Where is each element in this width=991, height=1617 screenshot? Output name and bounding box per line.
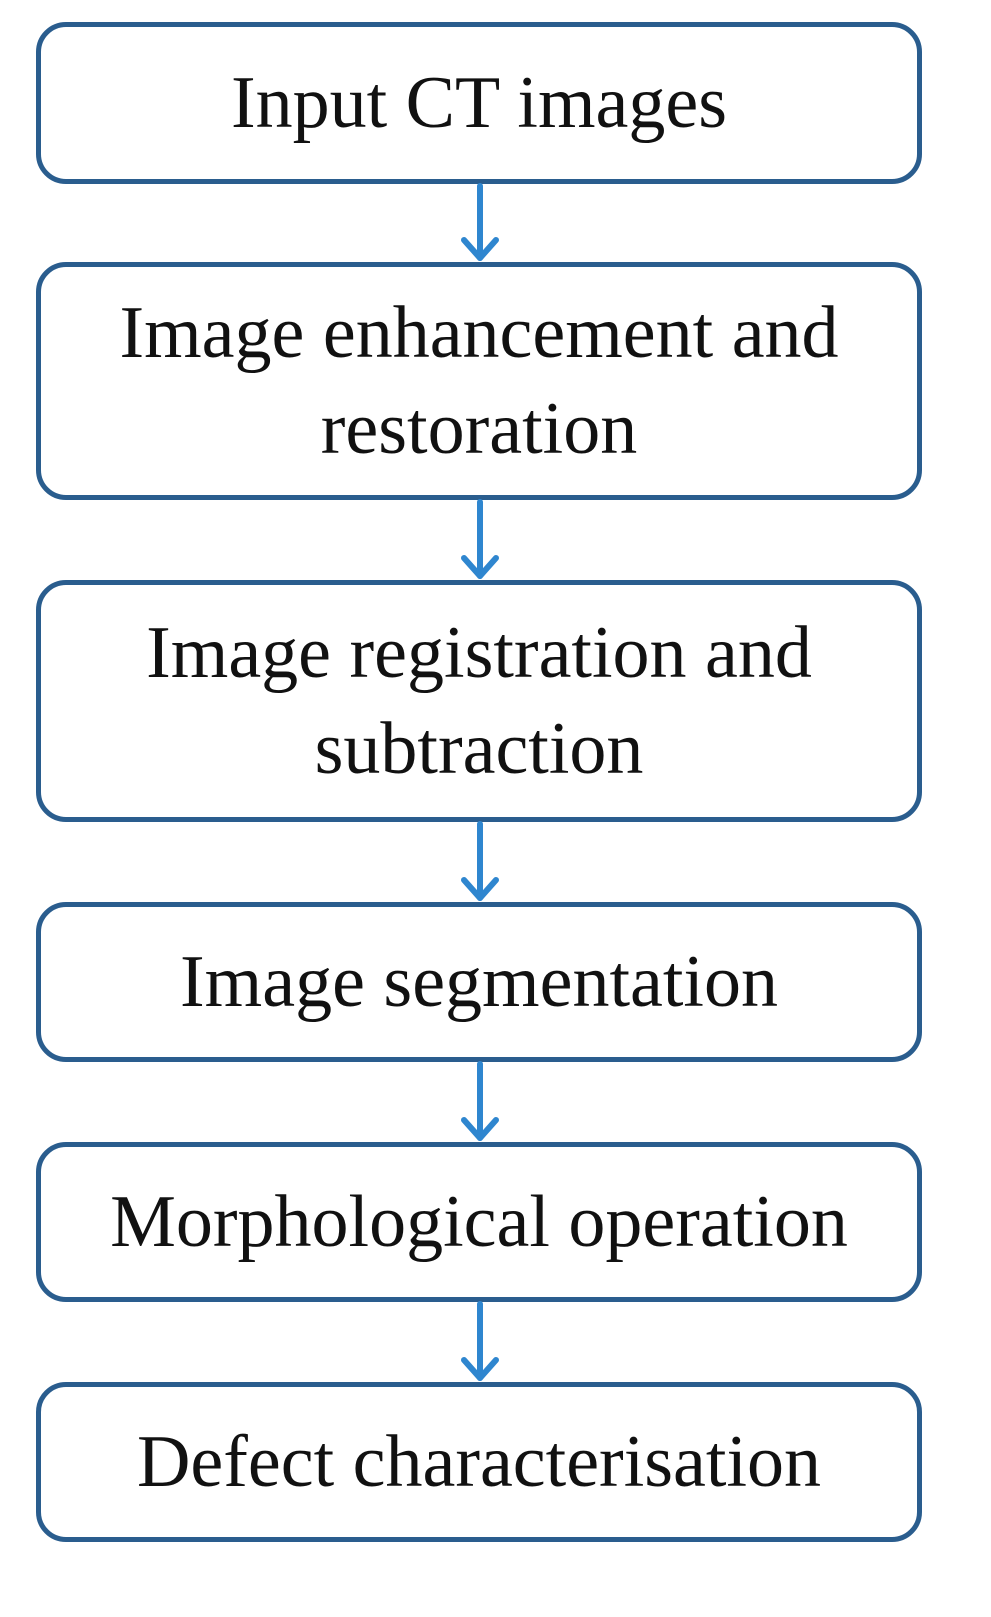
step-input-ct-images: Input CT images	[36, 22, 922, 184]
step-label: Image registration and subtraction	[146, 605, 812, 797]
flow-arrow-1	[461, 183, 499, 261]
step-image-enhancement-restoration: Image enhancement and restoration	[36, 262, 922, 500]
step-label-line: Image enhancement and	[119, 292, 839, 374]
step-label-line: Input CT images	[230, 62, 728, 144]
step-morphological-operation: Morphological operation	[36, 1142, 922, 1302]
step-label-line: Image registration and	[146, 612, 812, 694]
step-label: Morphological operation	[110, 1174, 848, 1270]
step-label: Image enhancement and restoration	[119, 285, 838, 477]
flow-arrow-2	[461, 499, 499, 579]
flow-arrow-3	[461, 821, 499, 901]
step-label: Input CT images	[231, 55, 727, 151]
step-label-line: Morphological operation	[110, 1181, 848, 1263]
step-label-line: subtraction	[314, 708, 644, 790]
step-image-segmentation: Image segmentation	[36, 902, 922, 1062]
flow-arrow-4	[461, 1061, 499, 1141]
step-label-line: restoration	[320, 388, 638, 470]
step-label-line: Image segmentation	[180, 941, 778, 1023]
step-image-registration-subtraction: Image registration and subtraction	[36, 580, 922, 822]
step-defect-characterisation: Defect characterisation	[36, 1382, 922, 1542]
step-label: Image segmentation	[180, 934, 778, 1030]
step-label-line: Defect characterisation	[136, 1421, 822, 1503]
flow-arrow-5	[461, 1301, 499, 1381]
step-label: Defect characterisation	[137, 1414, 821, 1510]
